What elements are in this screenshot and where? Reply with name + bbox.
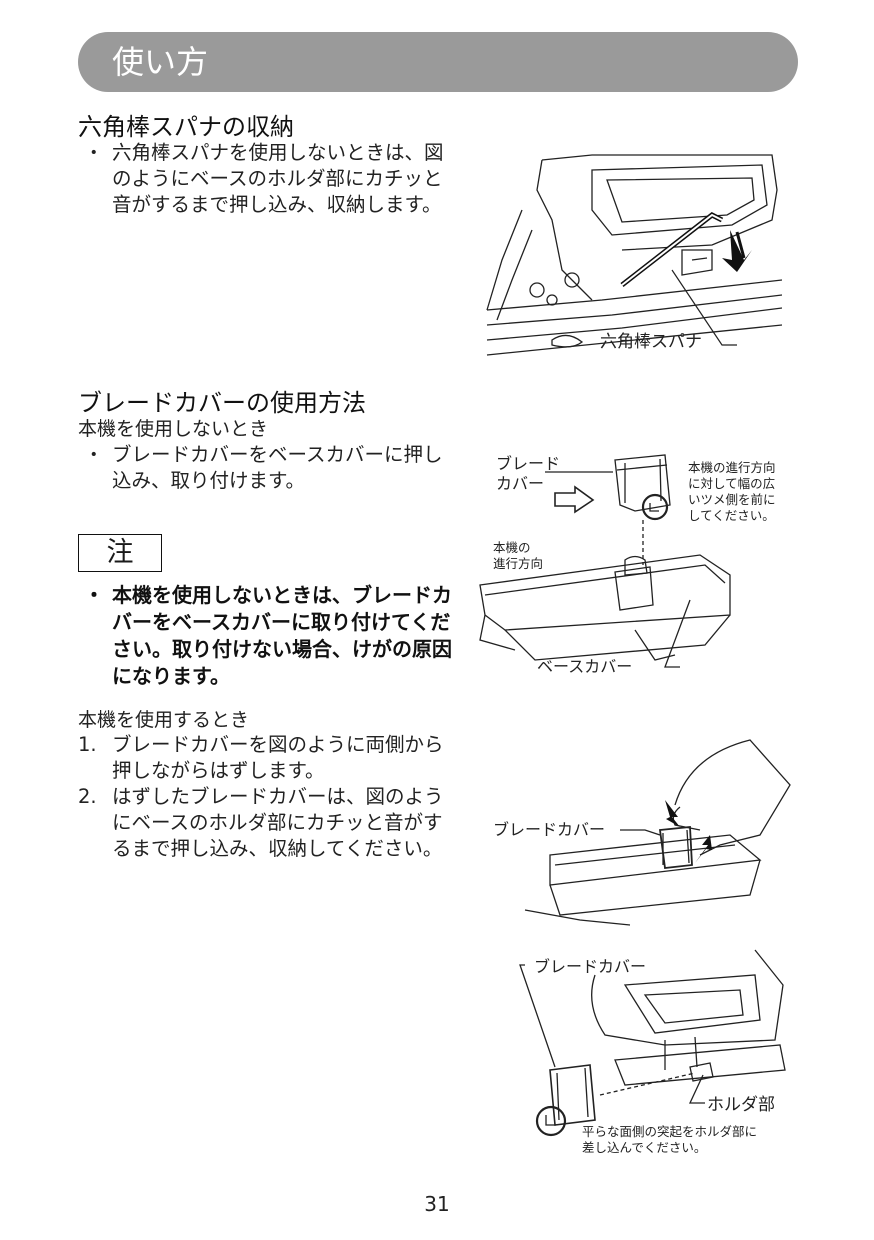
hex-wrench-label: 六角棒スパナ xyxy=(600,332,702,352)
hex-wrench-storage-heading: 六角棒スパナの収納 xyxy=(78,113,294,141)
blade-cover-label-line1: ブレード xyxy=(496,454,561,473)
note-label-box: 注 xyxy=(78,534,162,572)
step-2-number: 2. xyxy=(78,785,97,808)
hex-wrench-storage-figure xyxy=(486,154,782,356)
blade-cover-label-line2: カバー xyxy=(496,474,545,493)
bullet-mark: ・ xyxy=(84,583,104,607)
hex-wrench-bullet: ・ 六角棒スパナを使用しないときは、図のようにベースのホルダ部にカチッと音がする… xyxy=(78,140,462,218)
blade-cover-usage-heading: ブレードカバーの使用方法 xyxy=(78,389,366,417)
blade-cover-label-holder: ブレードカバー xyxy=(534,957,647,976)
blade-cover-label-removal: ブレードカバー xyxy=(493,820,606,839)
attach-cover-bullet: ・ ブレードカバーをベースカバーに押し込み、取り付けます。 xyxy=(78,442,462,494)
blade-cover-attach-figure xyxy=(479,454,731,668)
holder-note-line2: 差し込んでください。 xyxy=(582,1140,707,1155)
section-header-bar: 使い方 xyxy=(78,32,798,92)
attach-cover-bullet-text: ブレードカバーをベースカバーに押し込み、取り付けます。 xyxy=(112,443,443,492)
travel-direction-line2: 進行方向 xyxy=(493,556,544,571)
step-1-number: 1. xyxy=(78,733,97,756)
blade-cover-removal-figure xyxy=(524,739,791,926)
hex-wrench-bullet-text: 六角棒スパナを使用しないときは、図のようにベースのホルダ部にカチッと音がするまで… xyxy=(112,141,444,216)
direction-note-line3: いツメ側を前に xyxy=(688,492,776,507)
step-1-text: ブレードカバーを図のように両側から押しながらはずします。 xyxy=(112,733,444,782)
step-1: 1. ブレードカバーを図のように両側から押しながらはずします。 xyxy=(78,732,462,784)
step-2: 2. はずしたブレードカバーは、図のようにベースのホルダ部にカチッと音がするまで… xyxy=(78,784,462,862)
section-header-title: 使い方 xyxy=(112,43,209,81)
not-in-use-subheading: 本機を使用しないとき xyxy=(78,418,269,440)
direction-note-line2: に対して幅の広 xyxy=(688,476,776,491)
travel-direction-line1: 本機の xyxy=(493,540,531,555)
bullet-mark: ・ xyxy=(84,141,104,164)
page-number: 31 xyxy=(424,1192,450,1216)
note-warning-text: 本機を使用しないときは、ブレードカバーをベースカバーに取り付けてください。取り付… xyxy=(112,583,452,688)
direction-note-line1: 本機の進行方向 xyxy=(688,460,776,475)
bullet-mark: ・ xyxy=(84,443,104,466)
in-use-subheading: 本機を使用するとき xyxy=(78,709,250,731)
blade-cover-holder-figure xyxy=(519,949,786,1137)
step-2-text: はずしたブレードカバーは、図のようにベースのホルダ部にカチッと音がするまで押し込… xyxy=(112,785,444,860)
holder-label: ホルダ部 xyxy=(707,1095,775,1115)
direction-note-line4: してください。 xyxy=(688,508,775,523)
holder-note-line1: 平らな面側の突起をホルダ部に xyxy=(582,1124,758,1139)
base-cover-label: ベースカバー xyxy=(537,657,633,676)
note-warning: ・ 本機を使用しないときは、ブレードカバーをベースカバーに取り付けてください。取… xyxy=(78,582,462,690)
